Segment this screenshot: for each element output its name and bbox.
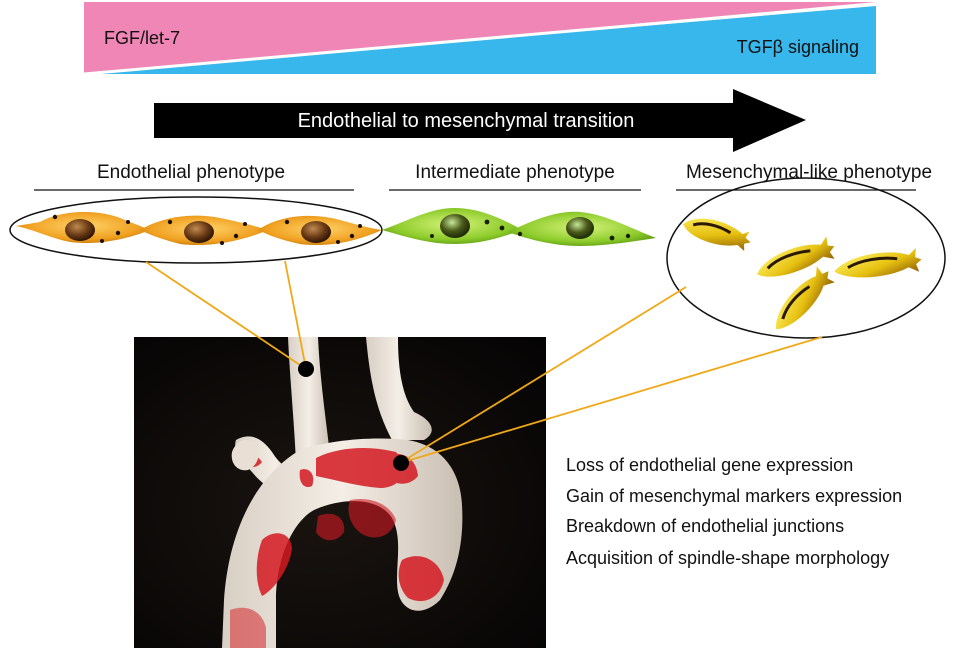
arrow-label: Endothelial to mesenchymal transition <box>298 110 635 132</box>
emt-changes-list: Loss of endothelial gene expression Gain… <box>566 455 902 568</box>
nucleus <box>184 221 214 243</box>
change-item: Gain of mesenchymal markers expression <box>566 486 902 506</box>
mesenchymal-ellipse <box>666 177 946 339</box>
arrow-shape <box>154 89 806 152</box>
change-item: Breakdown of endothelial junctions <box>566 516 844 536</box>
mesenchymal-cells <box>666 177 946 339</box>
connector-lines <box>145 260 823 464</box>
tgfb-signaling-label: TGFβ signaling <box>737 37 859 57</box>
vessel-illustration <box>222 337 463 648</box>
connector-line <box>145 261 307 370</box>
endothelial-marker-dot <box>298 361 314 377</box>
endothelial-cells <box>9 196 383 264</box>
mesenchymal-marker-dot <box>393 455 409 471</box>
intermediate-cells <box>382 208 656 246</box>
change-item: Acquisition of spindle-shape morphology <box>566 548 889 568</box>
nucleus <box>301 221 331 243</box>
connector-line <box>399 336 823 464</box>
fgf-let7-label: FGF/let-7 <box>104 28 180 48</box>
change-item: Loss of endothelial gene expression <box>566 455 853 475</box>
connector-line <box>284 260 307 370</box>
phenotype-headers: Endothelial phenotype Intermediate pheno… <box>34 162 932 191</box>
nucleus <box>65 219 95 241</box>
connector-line <box>399 286 687 464</box>
mesenchymal-phenotype-label: Mesenchymal-like phenotype <box>686 162 932 183</box>
mesenchymal-cell <box>834 247 922 278</box>
signaling-gradient-bar: FGF/let-7 TGFβ signaling <box>83 2 877 76</box>
endothelial-phenotype-label: Endothelial phenotype <box>97 162 285 183</box>
mesenchymal-cell <box>757 236 835 277</box>
heart-outflow-photo <box>134 337 546 648</box>
nucleus <box>566 217 594 239</box>
nucleus <box>440 214 470 238</box>
emt-arrow: Endothelial to mesenchymal transition <box>154 89 806 152</box>
mesenchymal-cell <box>776 266 835 330</box>
mesenchymal-cell <box>683 218 751 251</box>
intermediate-phenotype-label: Intermediate phenotype <box>415 162 615 183</box>
